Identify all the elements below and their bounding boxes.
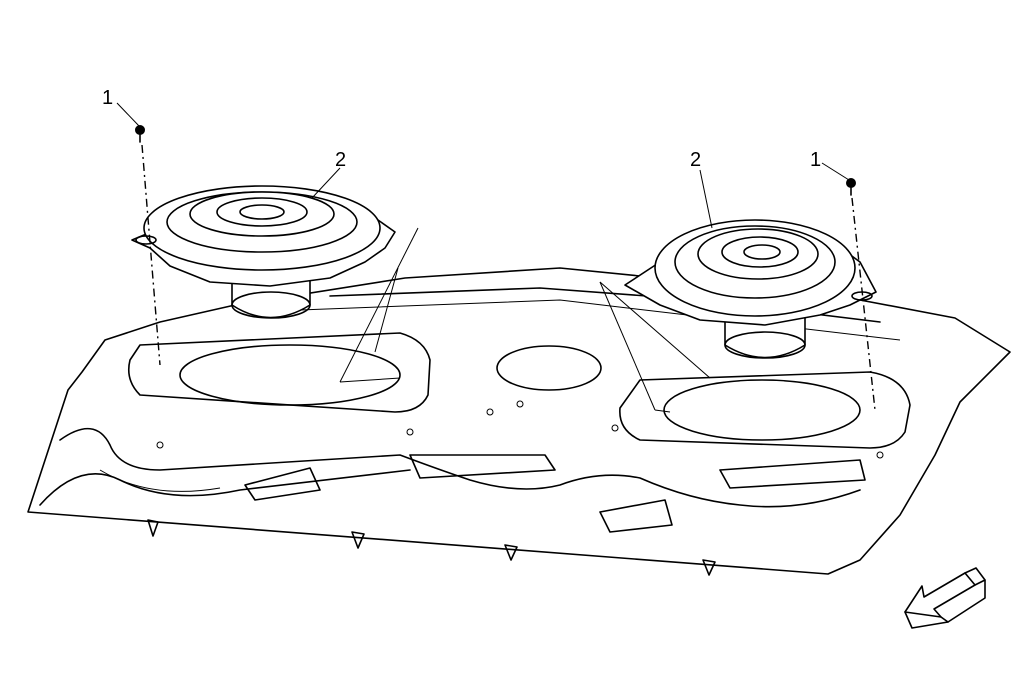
callout-speaker-right: 2 (690, 149, 701, 171)
speaker-right (624, 219, 877, 359)
callout-bolt-right: 1 (810, 149, 821, 171)
callout-bolt-left: 1 (102, 87, 113, 109)
bolt-right (846, 178, 876, 411)
speaker-left (131, 185, 396, 319)
bolt-left (135, 125, 161, 366)
front-arrow-icon (904, 567, 986, 629)
callout-speaker-left: 2 (335, 149, 346, 171)
leader-lines (116, 102, 850, 229)
alignment-lines (339, 227, 711, 413)
package-shelf (27, 267, 1011, 576)
